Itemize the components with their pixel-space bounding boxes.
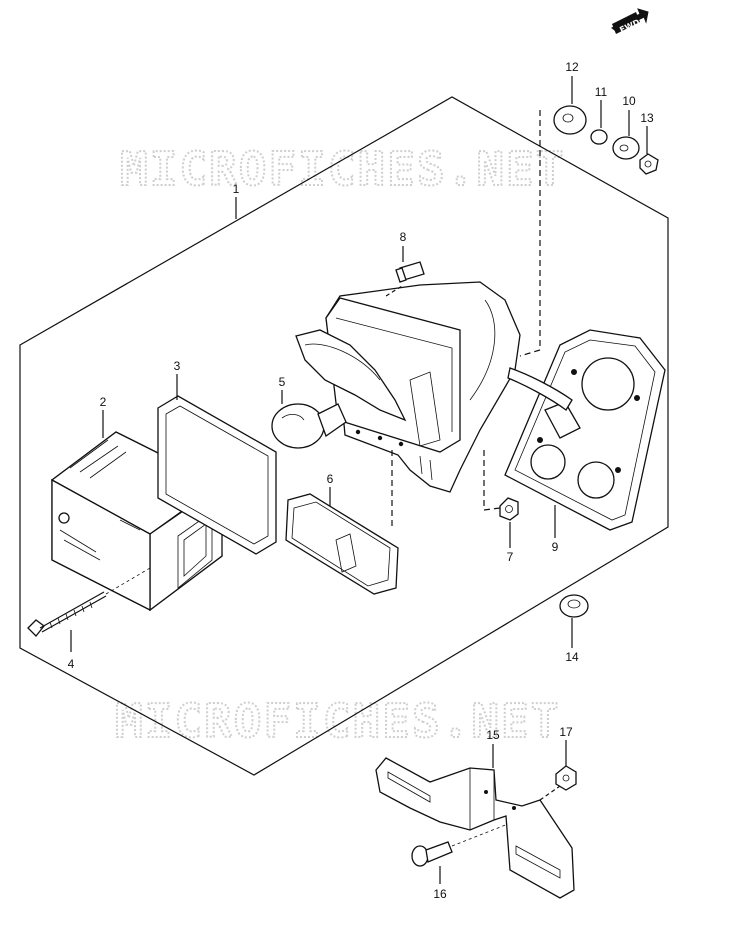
- washer: [612, 136, 640, 160]
- callout-6: 6: [327, 472, 334, 486]
- tail-lamp-bulb: [271, 403, 347, 449]
- callout-5: 5: [279, 375, 286, 389]
- callout-17: 17: [559, 725, 573, 739]
- callout-16: 16: [433, 887, 447, 901]
- callout-13: 13: [640, 111, 654, 125]
- grommet-large: [553, 105, 587, 135]
- callout-4: 4: [68, 657, 75, 671]
- spacer-collar: [590, 129, 608, 145]
- forward-direction-arrow-icon: FWD: [611, 8, 649, 35]
- callout-7: 7: [507, 550, 514, 564]
- callout-14: 14: [565, 650, 579, 664]
- callout-11: 11: [595, 85, 608, 99]
- callout-8: 8: [400, 230, 407, 244]
- grommet-small: [559, 594, 589, 618]
- lamp-housing: [295, 281, 521, 493]
- callout-1: 1: [233, 182, 240, 196]
- callout-2: 2: [100, 395, 107, 409]
- callout-15: 15: [486, 728, 500, 742]
- lamp-mounting-bracket: [375, 757, 575, 899]
- housing-nut: [499, 497, 519, 521]
- rear-reflector: [285, 493, 399, 595]
- callout-9: 9: [552, 540, 559, 554]
- housing-bolt: [395, 261, 425, 283]
- bracket-bolt: [411, 823, 509, 867]
- leader-lines: [70, 76, 648, 884]
- assembly-boundary: [19, 96, 669, 776]
- callout-12: 12: [565, 60, 579, 74]
- watermark-top: MICROFICHES.NET: [120, 142, 565, 196]
- lens-gasket: [157, 395, 277, 555]
- callout-3: 3: [174, 359, 181, 373]
- lens-screw: [27, 567, 151, 637]
- cap-nut: [639, 153, 659, 175]
- callout-10: 10: [622, 94, 636, 108]
- tail-lamp-base-plate: [504, 329, 666, 531]
